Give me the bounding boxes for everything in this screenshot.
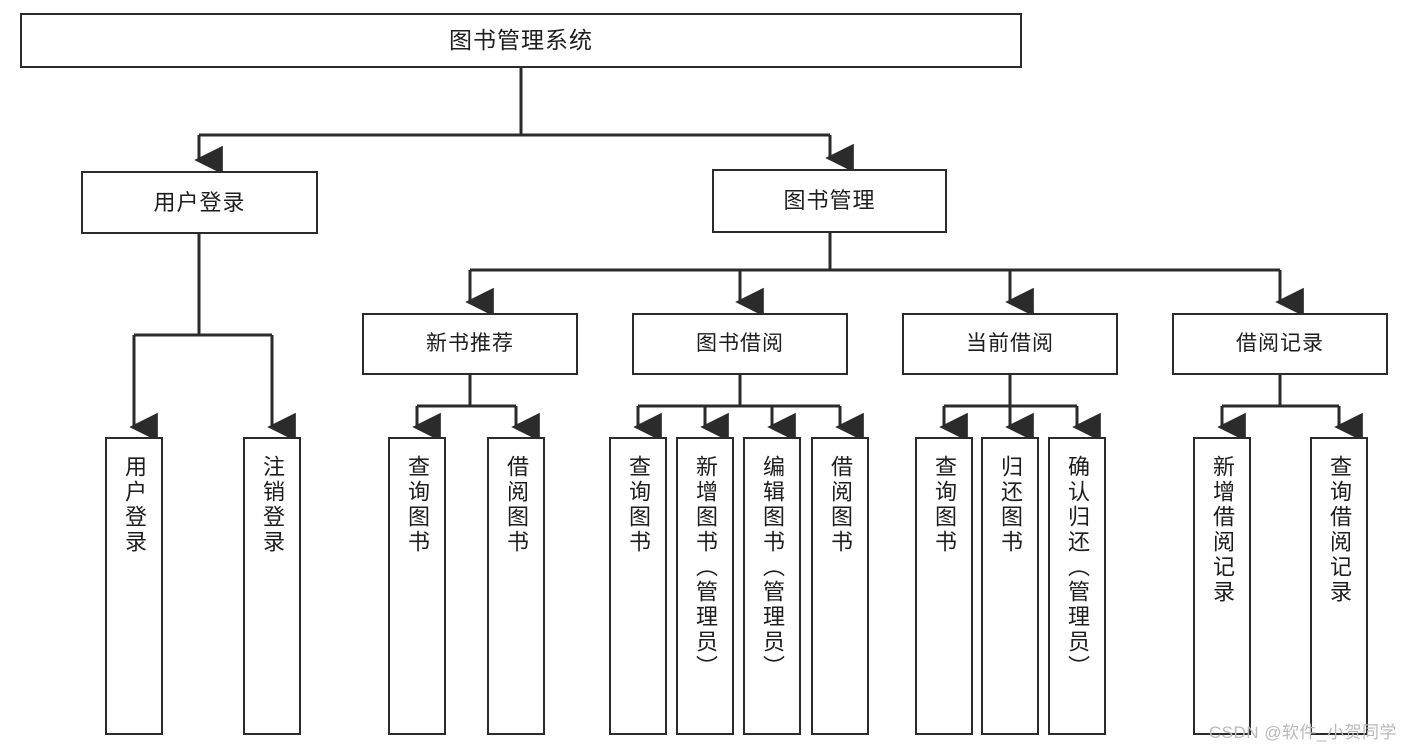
node-new-book-recommend[interactable]: 新书推荐 xyxy=(362,313,578,375)
node-leaf-query-book-3[interactable]: 查询图书 xyxy=(915,437,973,735)
node-leaf-borrow-book-1[interactable]: 借阅图书 xyxy=(487,437,545,735)
node-root-label: 图书管理系统 xyxy=(449,27,593,54)
node-leaf-add-borrow-record[interactable]: 新增借阅记录 xyxy=(1193,437,1251,735)
node-leaf-edit-book-admin[interactable]: 编辑图书（管理员） xyxy=(743,437,801,735)
node-leaf-return-book-label: 归还图书 xyxy=(998,455,1023,555)
node-book-borrow-label: 图书借阅 xyxy=(696,331,784,355)
node-leaf-add-book-admin-label: 新增图书（管理员） xyxy=(693,455,718,680)
node-borrow-record-label: 借阅记录 xyxy=(1236,331,1324,355)
node-leaf-user-login-label: 用户登录 xyxy=(122,455,147,555)
node-leaf-return-book[interactable]: 归还图书 xyxy=(981,437,1039,735)
node-new-book-recommend-label: 新书推荐 xyxy=(426,331,514,355)
node-leaf-logout-login[interactable]: 注销登录 xyxy=(243,437,301,735)
node-leaf-borrow-book-1-label: 借阅图书 xyxy=(504,455,529,555)
node-book-borrow[interactable]: 图书借阅 xyxy=(632,313,848,375)
node-leaf-query-borrow-record-label: 查询借阅记录 xyxy=(1327,455,1352,605)
node-leaf-query-book-1[interactable]: 查询图书 xyxy=(388,437,446,735)
node-current-borrow[interactable]: 当前借阅 xyxy=(902,313,1118,375)
node-leaf-query-book-3-label: 查询图书 xyxy=(932,455,957,555)
node-leaf-edit-book-admin-label: 编辑图书（管理员） xyxy=(760,455,785,680)
node-leaf-query-borrow-record[interactable]: 查询借阅记录 xyxy=(1310,437,1368,735)
node-leaf-query-book-2[interactable]: 查询图书 xyxy=(609,437,667,735)
node-leaf-confirm-return-admin-label: 确认归还（管理员） xyxy=(1065,455,1090,680)
node-leaf-add-borrow-record-label: 新增借阅记录 xyxy=(1210,455,1235,605)
node-leaf-user-login[interactable]: 用户登录 xyxy=(105,437,163,735)
node-leaf-logout-login-label: 注销登录 xyxy=(260,455,285,555)
node-current-borrow-label: 当前借阅 xyxy=(966,331,1054,355)
node-leaf-add-book-admin[interactable]: 新增图书（管理员） xyxy=(676,437,734,735)
node-borrow-record[interactable]: 借阅记录 xyxy=(1172,313,1388,375)
node-leaf-confirm-return-admin[interactable]: 确认归还（管理员） xyxy=(1048,437,1106,735)
csdn-watermark: CSDN @软件_小贺同学 xyxy=(1208,723,1397,742)
node-root[interactable]: 图书管理系统 xyxy=(20,13,1022,68)
node-leaf-borrow-book-2-label: 借阅图书 xyxy=(828,455,853,555)
node-book-manage[interactable]: 图书管理 xyxy=(712,169,947,233)
node-leaf-query-book-1-label: 查询图书 xyxy=(405,455,430,555)
node-book-manage-label: 图书管理 xyxy=(783,188,876,214)
node-user-login[interactable]: 用户登录 xyxy=(81,171,318,234)
node-user-login-label: 用户登录 xyxy=(153,189,246,215)
node-leaf-query-book-2-label: 查询图书 xyxy=(626,455,651,555)
node-leaf-borrow-book-2[interactable]: 借阅图书 xyxy=(811,437,869,735)
